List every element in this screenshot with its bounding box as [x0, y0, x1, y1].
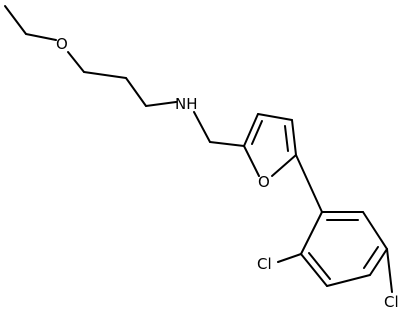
bond-ethyl-ch2-o	[25, 33, 57, 41]
atom-label-cl-para: Cl	[384, 293, 399, 311]
bond-ch2-furan	[209, 141, 245, 147]
bond-ethyl	[4, 5, 27, 35]
bond-furan-o-c2	[243, 145, 260, 177]
atom-label-nh: NH	[175, 95, 198, 113]
bond-ar-c2-c3-double	[308, 252, 331, 280]
bond-nh-ch2	[193, 111, 211, 143]
bond-furan-c2-c3-double	[251, 120, 263, 145]
bond-o-ch2	[67, 51, 85, 73]
atom-label-o-ether: O	[56, 35, 68, 53]
bond-c-cl-para	[386, 248, 393, 293]
bond-furan-c3-c4	[257, 113, 293, 121]
bond-ar-c4-c5	[369, 248, 388, 276]
bond-ar-c4-c5-double	[363, 246, 379, 269]
bond-ar-c2-c3	[300, 253, 328, 287]
bond-furan-c2-c3	[243, 113, 259, 147]
bond-ar-c3-c4	[326, 274, 371, 287]
bond-ar-c5-c6	[362, 211, 388, 250]
bond-ch2-ch2	[83, 71, 127, 79]
bond-furan-c5-o	[271, 154, 297, 177]
atom-label-o-furan: O	[258, 173, 270, 191]
bond-ar-c1-c2	[300, 211, 323, 255]
bond-ch2-ch2-b	[125, 77, 147, 107]
bond-furan-phenyl	[295, 154, 323, 213]
bond-furan-c4-c5	[291, 119, 297, 156]
bond-c-cl-ortho	[277, 253, 302, 263]
bond-furan-c4-c5-double	[284, 125, 289, 152]
bond-ch2-nh	[145, 101, 177, 107]
atom-label-cl-ortho: Cl	[257, 255, 272, 273]
